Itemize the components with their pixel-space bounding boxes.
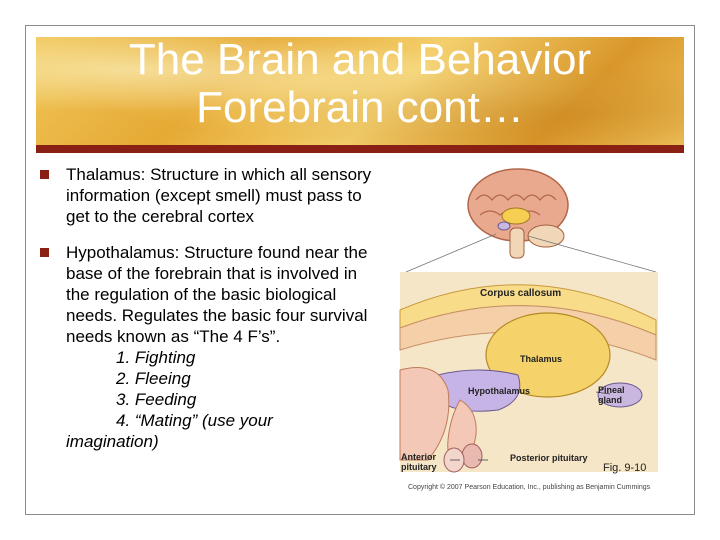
- slide-frame: [25, 25, 695, 515]
- bullet-square-icon: [40, 248, 49, 257]
- bullet-hypothalamus: Hypothalamus: Structure found near the b…: [40, 242, 385, 452]
- bullet-text: Thalamus: Structure in which all sensory…: [66, 165, 372, 226]
- label-pineal-gland: Pineal gland: [598, 385, 625, 405]
- title-banner: [36, 37, 684, 145]
- bullet-square-icon: [40, 170, 49, 179]
- bullet-text: Hypothalamus: Structure found near the b…: [66, 243, 368, 346]
- bullet-list: Thalamus: Structure in which all sensory…: [40, 164, 385, 467]
- figure-number: Fig. 9-10: [603, 462, 647, 474]
- list-item: 1. Fighting: [116, 348, 196, 367]
- bullet-thalamus: Thalamus: Structure in which all sensory…: [40, 164, 385, 227]
- title-line-2: Forebrain cont…: [196, 83, 524, 132]
- label-corpus-callosum: Corpus callosum: [480, 288, 562, 299]
- brain-inset: [467, 168, 569, 259]
- list-item: 2. Fleeing: [116, 369, 191, 388]
- slide-title: The Brain and Behavior Forebrain cont…: [36, 36, 684, 132]
- brain-illustration: [399, 168, 658, 473]
- brain-section: [399, 272, 658, 473]
- label-thalamus: Thalamus: [520, 354, 563, 364]
- title-line-1: The Brain and Behavior: [128, 35, 592, 84]
- list-closing: imagination): [66, 432, 159, 451]
- label-anterior-pituitary: Anterior pituitary: [401, 452, 437, 472]
- list-item: 4. “Mating” (use your: [116, 411, 273, 430]
- banner-stripe: [36, 145, 684, 153]
- label-hypothalamus: Hypothalamus: [468, 386, 531, 396]
- copyright-caption: Copyright © 2007 Pearson Education, Inc.…: [408, 484, 651, 491]
- list-item: 3. Feeding: [116, 390, 197, 409]
- label-posterior-pituitary: Posterior pituitary: [510, 453, 588, 463]
- four-fs-list: 1. Fighting 2. Fleeing 3. Feeding 4. “Ma…: [66, 347, 385, 431]
